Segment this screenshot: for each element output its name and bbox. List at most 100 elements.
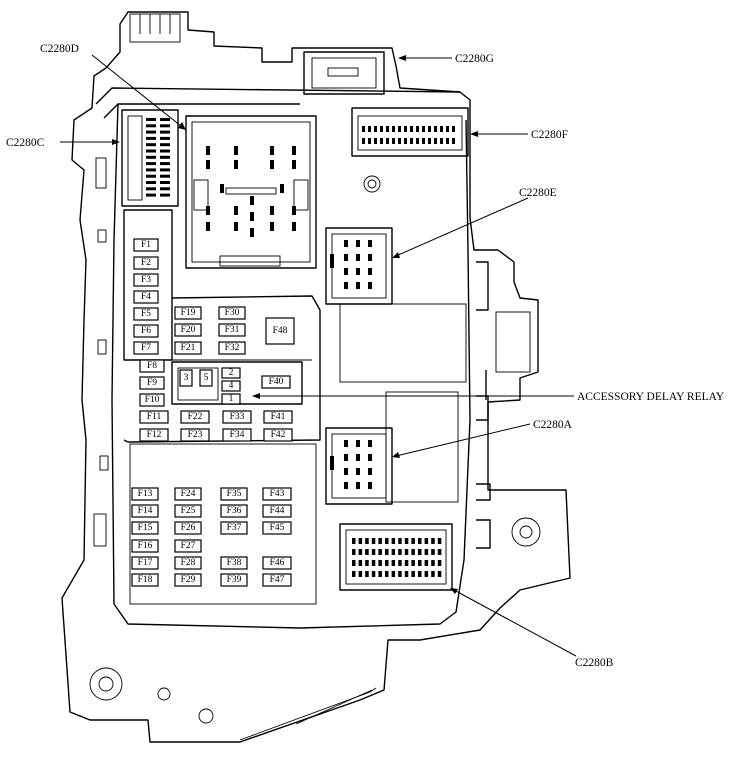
fuse-label: F28 — [181, 558, 196, 568]
fuse-f27: F27 — [174, 539, 202, 553]
fuse-label: F40 — [269, 377, 284, 387]
fuse-label: F2 — [141, 258, 151, 268]
leader-lines — [60, 54, 577, 657]
relay-pin-label: 5 — [204, 373, 209, 383]
fuse-f21: F21 — [174, 341, 202, 355]
fuse-f25: F25 — [174, 504, 202, 518]
fuse-f23: F23 — [180, 428, 210, 442]
fuse-label: F24 — [181, 489, 196, 499]
fuse-label: F37 — [227, 523, 242, 533]
fuse-f40: F40 — [261, 375, 291, 389]
fuse-label: F19 — [181, 308, 196, 318]
connector-c2280g — [303, 51, 385, 95]
relay-pin-label: 3 — [184, 373, 189, 383]
connector-labels: C2280D C2280G C2280C C2280F C2280E ACCES… — [6, 43, 725, 669]
fuse-label: F42 — [271, 430, 286, 440]
fuse-label: F6 — [141, 326, 151, 336]
fuse-f44: F44 — [262, 504, 292, 518]
connector-c2280c — [121, 109, 179, 207]
fuse-f10: F10 — [139, 393, 165, 407]
fuse-label: F10 — [145, 395, 160, 405]
fuse-f39: F39 — [220, 573, 248, 587]
fuse-f18: F18 — [131, 573, 159, 587]
fuse-label: F15 — [138, 523, 153, 533]
fuse-label: F38 — [227, 558, 242, 568]
fuse-box-housing — [61, 11, 571, 743]
fuse-label: F47 — [270, 575, 285, 585]
fuse-label: F34 — [230, 430, 245, 440]
fuse-label: F13 — [138, 489, 153, 499]
label-c2280f: C2280F — [531, 129, 568, 141]
fuse-label: F31 — [225, 325, 240, 335]
fuse-f42: F42 — [263, 428, 293, 442]
fuse-f8: F8 — [139, 359, 165, 373]
fuse-f47: F47 — [262, 573, 292, 587]
fuse-f31: F31 — [218, 323, 246, 337]
fuse-f33: F33 — [222, 410, 252, 424]
fuse-f28: F28 — [174, 556, 202, 570]
fuse-label: F23 — [188, 430, 203, 440]
fuse-label: F46 — [270, 558, 285, 568]
fuse-f45: F45 — [262, 521, 292, 535]
fuse-label: F30 — [225, 308, 240, 318]
fuse-label: F20 — [181, 325, 196, 335]
label-c2280d: C2280D — [40, 43, 79, 55]
relay-pin-1: 1 — [221, 393, 241, 405]
fuse-label: F29 — [181, 575, 196, 585]
label-c2280a: C2280A — [533, 419, 573, 431]
label-accessory-delay-relay: ACCESSORY DELAY RELAY — [577, 391, 725, 403]
fuse-label: F39 — [227, 575, 242, 585]
fuse-f1: F1 — [133, 238, 159, 252]
connector-c2280a — [325, 391, 459, 505]
fuse-f35: F35 — [220, 487, 248, 501]
fuse-f4: F4 — [133, 290, 159, 304]
fuse-label: F43 — [270, 489, 285, 499]
label-c2280g: C2280G — [455, 53, 494, 65]
fuse-f2: F2 — [133, 256, 159, 270]
fuse-label: F27 — [181, 541, 196, 551]
relay-pin-label: 1 — [229, 394, 234, 404]
fuse-f32: F32 — [218, 341, 246, 355]
fuse-label: F18 — [138, 575, 153, 585]
fuse-label: F5 — [141, 309, 151, 319]
fuse-label: F32 — [225, 343, 240, 353]
fuse-label: F1 — [141, 240, 151, 250]
fuse-f11: F11 — [139, 410, 169, 424]
connector-c2280e — [325, 227, 467, 383]
fuse-label: F41 — [271, 412, 286, 422]
fuse-label: F35 — [227, 489, 242, 499]
fuse-label: F3 — [141, 275, 151, 285]
fuse-f26: F26 — [174, 521, 202, 535]
fuse-f38: F38 — [220, 556, 248, 570]
fuse-label: F21 — [181, 343, 196, 353]
fuse-f3: F3 — [133, 273, 159, 287]
fuse-f20: F20 — [174, 323, 202, 337]
fuse-label: F4 — [141, 292, 151, 302]
fuse-f46: F46 — [262, 556, 292, 570]
fuse-f15: F15 — [131, 521, 159, 535]
fuse-f41: F41 — [263, 410, 293, 424]
fuse-f5: F5 — [133, 307, 159, 321]
fuse-f34: F34 — [222, 428, 252, 442]
fuse-label: F17 — [138, 558, 153, 568]
fuse-f19: F19 — [174, 306, 202, 320]
fuse-label: F26 — [181, 523, 196, 533]
fuse-f14: F14 — [131, 504, 159, 518]
fuse-f12: F12 — [139, 428, 169, 442]
fuse-f13: F13 — [131, 487, 159, 501]
fuse-label: F9 — [147, 378, 157, 388]
fuse-label: F44 — [270, 506, 285, 516]
fuse-label: F11 — [147, 412, 162, 422]
fuse-panel — [123, 209, 321, 605]
fuse-label: F45 — [270, 523, 285, 533]
fuse-f48: F48 — [265, 317, 295, 345]
fuse-f17: F17 — [131, 556, 159, 570]
fuse-f22: F22 — [180, 410, 210, 424]
fuse-f36: F36 — [220, 504, 248, 518]
fuse-f30: F30 — [218, 306, 246, 320]
fuse-label: F16 — [138, 541, 153, 551]
fuse-label: F22 — [188, 412, 203, 422]
fuse-f7: F7 — [133, 341, 159, 355]
label-c2280b: C2280B — [575, 657, 614, 669]
